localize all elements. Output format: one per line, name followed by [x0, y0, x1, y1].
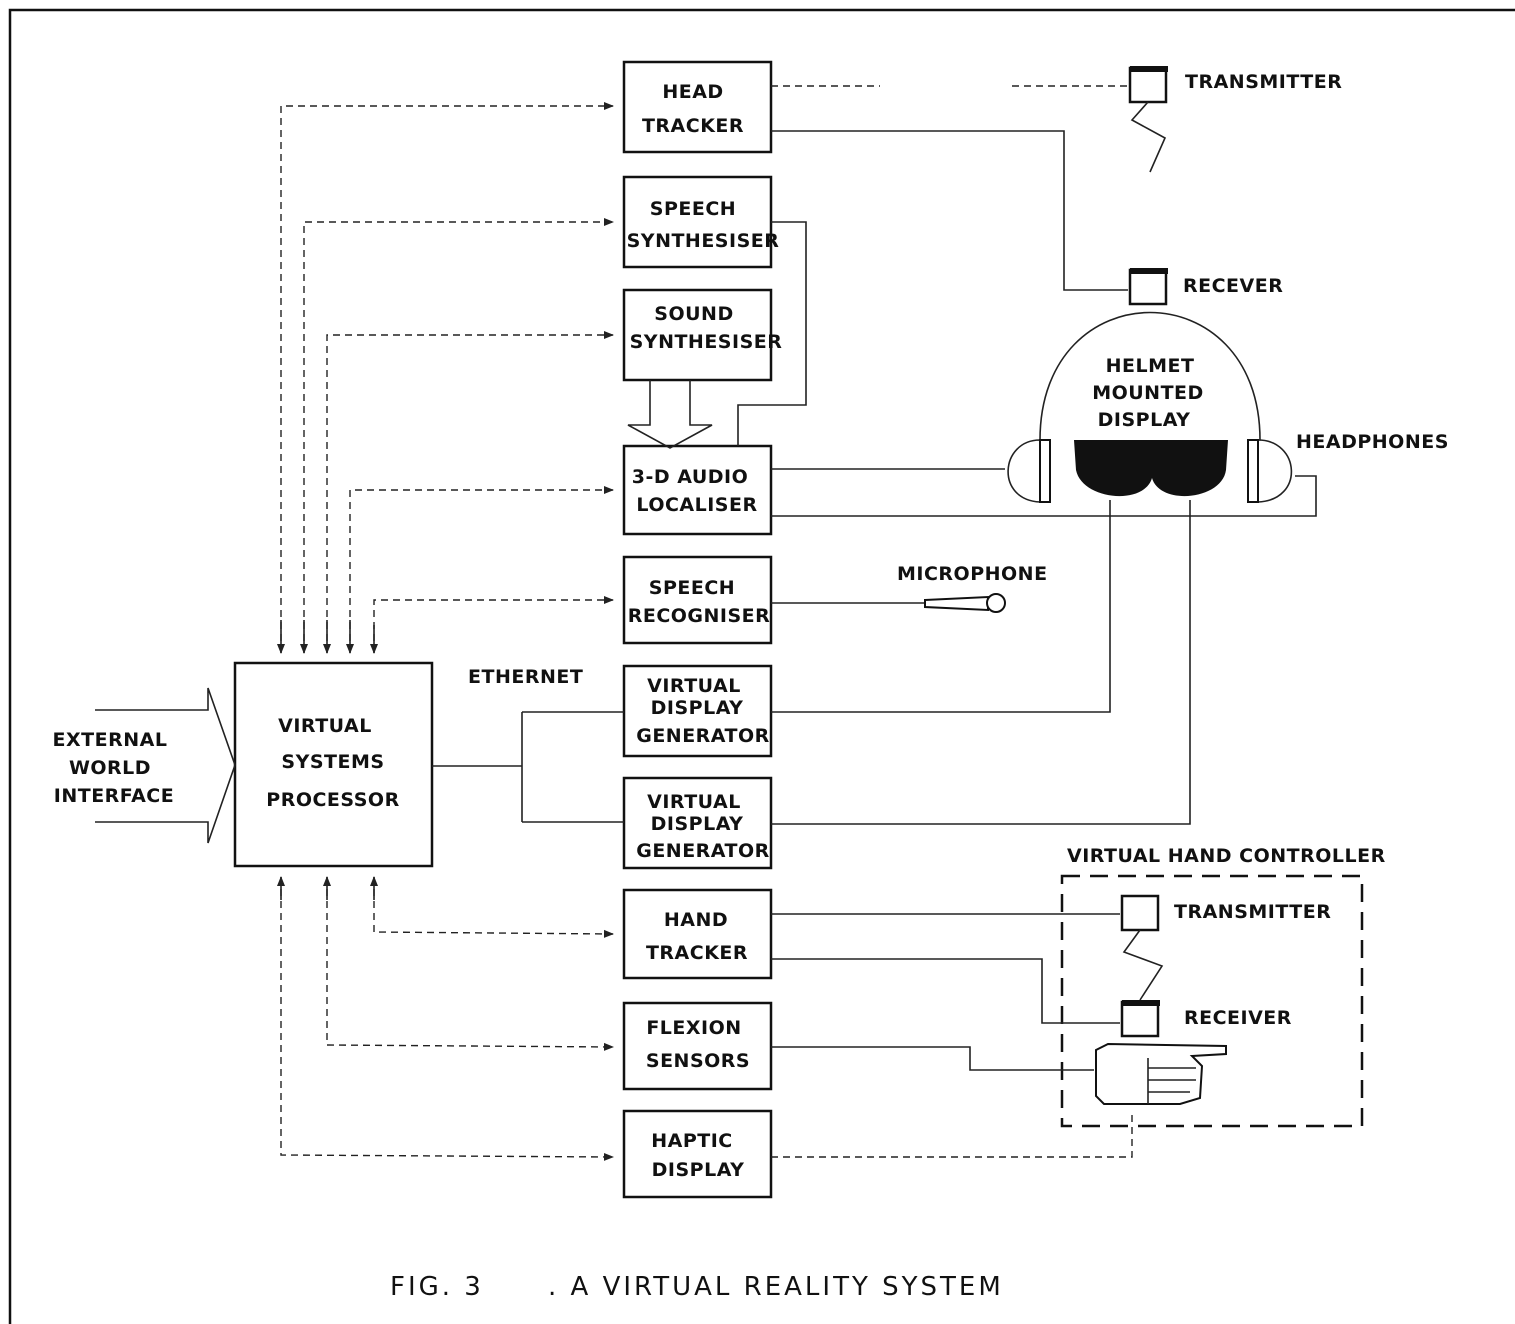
processor-label-line2: SYSTEMS — [281, 751, 384, 773]
audio-localiser-label-line1: 3-D AUDIO — [632, 466, 749, 488]
link-speech-recogniser — [374, 600, 613, 653]
ethernet-bus: ETHERNET — [432, 666, 624, 822]
sound-synth-label-line1: SOUND — [654, 303, 733, 325]
flexion-sensors-box: FLEXION SENSORS — [624, 1003, 771, 1089]
transmitter-top-label: TRANSMITTER — [1185, 71, 1342, 93]
microphone-icon — [925, 597, 988, 610]
hand-controller-label: VIRTUAL HAND CONTROLLER — [1067, 845, 1386, 867]
haptic-display-box: HAPTIC DISPLAY — [624, 1111, 771, 1197]
transmitter-hand-icon — [1122, 896, 1158, 930]
link-audio-localiser — [350, 490, 613, 653]
link-flexion — [327, 877, 613, 1047]
receiver-hand-label: RECEIVER — [1184, 1007, 1292, 1029]
processor-label-line3: PROCESSOR — [266, 789, 399, 811]
pointing-hand-icon — [1096, 1044, 1226, 1104]
vdg1-label-line3: GENERATOR — [636, 725, 770, 747]
headphones-label: HEADPHONES — [1296, 431, 1449, 453]
microphone-label: MICROPHONE — [897, 563, 1048, 585]
link-sound-synth — [327, 335, 613, 653]
hand-tracker-box: HAND TRACKER — [624, 890, 771, 978]
link-hand-tracker — [374, 877, 613, 934]
transmitter-hand-label: TRANSMITTER — [1174, 901, 1331, 923]
goggles-icon — [1074, 440, 1228, 496]
microphone: MICROPHONE — [771, 563, 1048, 612]
haptic-label-line2: DISPLAY — [652, 1159, 745, 1181]
helmet-label-line2: MOUNTED — [1092, 382, 1204, 404]
virtual-display-generator-1-box: VIRTUAL DISPLAY GENERATOR — [624, 666, 771, 756]
virtual-display-generator-2-box: VIRTUAL DISPLAY GENERATOR — [624, 778, 771, 868]
flexion-label-line2: SENSORS — [646, 1050, 750, 1072]
speech-recogniser-box: SPEECH RECOGNISER — [624, 557, 771, 643]
head-tracker-label-line1: HEAD — [662, 81, 723, 103]
caption-fig-number: FIG. 3 — [390, 1272, 484, 1302]
external-world-interface: EXTERNAL WORLD INTERFACE — [53, 688, 235, 843]
head-tracker-box: HEAD TRACKER — [624, 62, 771, 152]
audio-localiser-box: 3-D AUDIO LOCALISER — [624, 446, 771, 534]
transmitter-top-signal — [1132, 102, 1165, 172]
sound-synthesiser-box: SOUND SYNTHESISER — [624, 290, 782, 380]
processor-box: VIRTUAL SYSTEMS PROCESSOR — [235, 663, 432, 866]
helmet-label-line3: DISPLAY — [1098, 409, 1191, 431]
speech-synth-label-line1: SPEECH — [650, 198, 736, 220]
vdg2-label-line1: VIRTUAL — [647, 791, 741, 813]
head-tracker-peripherals: TRANSMITTER RECEVER — [771, 66, 1342, 304]
helmet-label-line1: HELMET — [1106, 355, 1195, 377]
speech-synthesiser-box: SPEECH SYNTHESISER — [624, 177, 779, 267]
flexion-label-line1: FLEXION — [646, 1017, 741, 1039]
link-haptic — [281, 877, 613, 1157]
external-label-line1: EXTERNAL — [53, 729, 168, 751]
receiver-hand-icon — [1122, 1002, 1158, 1036]
speech-rec-label-line1: SPEECH — [649, 577, 735, 599]
vdg2-label-line2: DISPLAY — [651, 813, 744, 835]
external-label-line2: WORLD — [69, 757, 151, 779]
caption-title: . A VIRTUAL REALITY SYSTEM — [548, 1272, 1004, 1302]
processor-links — [281, 106, 613, 1157]
sound-synth-label-line2: SYNTHESISER — [630, 331, 783, 353]
vdg1-label-line2: DISPLAY — [651, 697, 744, 719]
receiver-top-label: RECEVER — [1183, 275, 1283, 297]
hand-tracker-label-line1: HAND — [664, 909, 728, 931]
goggles-to-vdg — [771, 500, 1190, 824]
transmitter-hand-signal — [1124, 930, 1162, 1000]
receiver-top-icon — [1130, 270, 1166, 304]
speech-synth-label-line2: SYNTHESISER — [627, 230, 780, 252]
head-tracker-label-line2: TRACKER — [642, 115, 744, 137]
transmitter-top-icon — [1130, 68, 1166, 102]
processor-label-line1: VIRTUAL — [278, 715, 372, 737]
external-label-line3: INTERFACE — [54, 785, 174, 807]
audio-localiser-label-line2: LOCALISER — [636, 494, 757, 516]
vdg2-label-line3: GENERATOR — [636, 840, 770, 862]
speech-rec-label-line2: RECOGNISER — [628, 605, 771, 627]
ethernet-label: ETHERNET — [468, 666, 583, 688]
virtual-hand-controller: VIRTUAL HAND CONTROLLER TRANSMITTER RECE… — [771, 845, 1386, 1157]
link-head-tracker — [281, 106, 613, 653]
hand-tracker-label-line2: TRACKER — [646, 942, 748, 964]
helmet-mounted-display: HELMET MOUNTED DISPLAY HEADPHONES — [1008, 313, 1449, 503]
left-headphone-icon — [1008, 440, 1040, 502]
vdg1-label-line1: VIRTUAL — [647, 675, 741, 697]
big-hollow-arrow — [628, 380, 712, 448]
right-headphone-icon — [1258, 440, 1291, 502]
figure-caption: FIG. 3 . A VIRTUAL REALITY SYSTEM — [390, 1272, 1004, 1302]
haptic-label-line1: HAPTIC — [651, 1130, 733, 1152]
